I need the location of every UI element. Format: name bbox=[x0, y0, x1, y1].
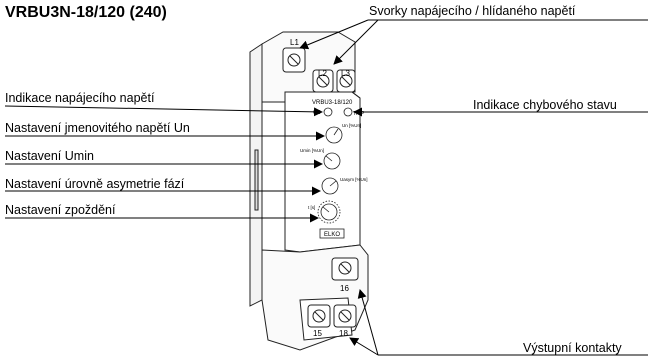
din-clip-outline bbox=[254, 149, 259, 211]
leader-vystupni-18 bbox=[349, 337, 379, 356]
label-nastaveni-asymetrie: Nastavení úrovně asymetrie fází bbox=[5, 177, 185, 191]
label-svorky: Svorky napájecího / hlídaného napětí bbox=[369, 4, 576, 18]
terminal-label-l2: L2 bbox=[318, 69, 327, 78]
label-nastaveni-un: Nastavení jmenovitého napětí Un bbox=[5, 121, 190, 135]
device-model-text: VRBU3-18/120 bbox=[312, 100, 353, 106]
leader-vystupni-16 bbox=[357, 289, 379, 356]
terminal-label-l1: L1 bbox=[290, 38, 299, 47]
label-nastaveni-umin: Nastavení Umin bbox=[5, 149, 94, 163]
led-trip bbox=[343, 107, 353, 117]
umin-dial-label: Umin [%Un] bbox=[300, 148, 324, 153]
label-indikace-napajeciho: Indikace napájecího napětí bbox=[5, 91, 155, 105]
label-indikace-chyboveho: Indikace chybového stavu bbox=[473, 98, 617, 112]
led-power bbox=[323, 107, 333, 117]
asym-dial-label: Uasym [%Un] bbox=[340, 177, 368, 182]
label-nastaveni-zpozdeni: Nastavení zpoždění bbox=[5, 203, 116, 217]
leader-indikace-napajeciho bbox=[4, 105, 323, 117]
page-title: VRBU3N-18/120 (240) bbox=[5, 4, 167, 21]
delay-dial-label: t [s] bbox=[308, 205, 315, 210]
terminal-label-16: 16 bbox=[340, 284, 349, 293]
brand-plate bbox=[319, 228, 345, 239]
leader-svorky-l3 bbox=[333, 19, 379, 65]
terminal-screws bbox=[282, 47, 359, 328]
led-power-label: ON bbox=[313, 110, 321, 116]
brand-text: ELKO bbox=[324, 232, 340, 238]
terminal-label-18: 18 bbox=[339, 329, 348, 338]
terminal-label-15: 15 bbox=[313, 329, 322, 338]
un-dial-label: Un [%Un] bbox=[342, 123, 361, 128]
leader-svorky-l1 bbox=[299, 19, 369, 50]
leader-lines bbox=[4, 19, 648, 356]
terminal-label-l3: L3 bbox=[341, 69, 350, 78]
label-vystupni-kontakty: Výstupní kontakty bbox=[523, 341, 622, 355]
